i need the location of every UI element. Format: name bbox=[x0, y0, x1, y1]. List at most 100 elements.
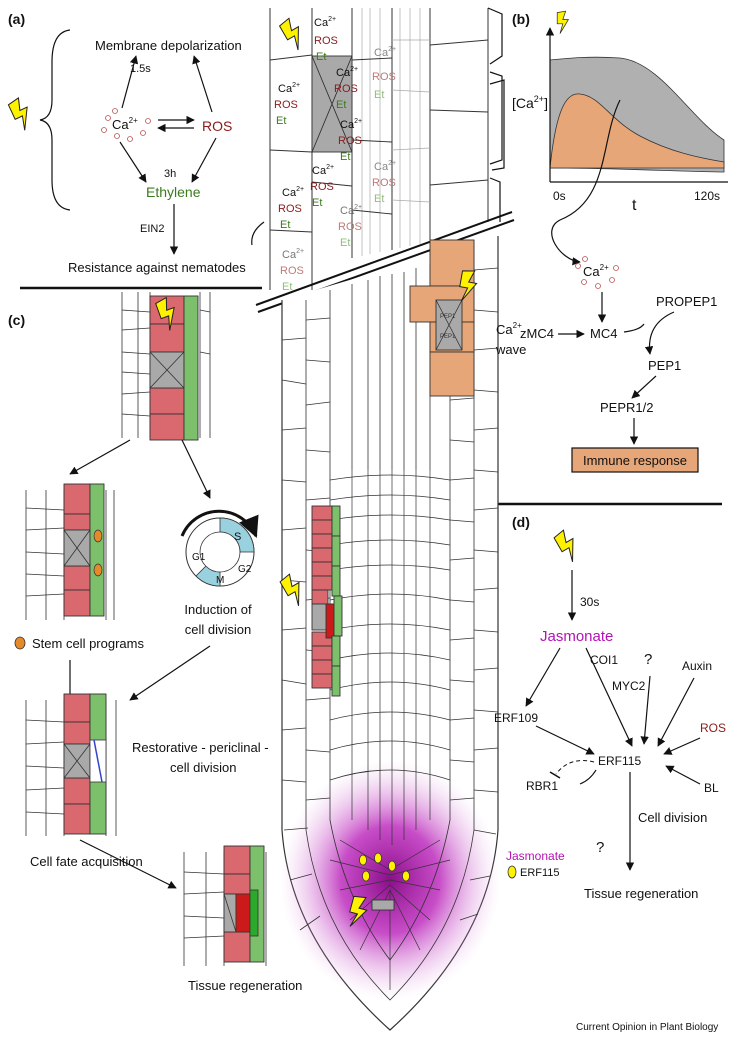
root-et-label: Et bbox=[374, 193, 384, 205]
root-et-label: Et bbox=[336, 99, 346, 111]
x-axis-end: 120s bbox=[694, 189, 720, 203]
stem-cell-programs-label: Stem cell programs bbox=[32, 636, 144, 651]
ros-to-membrane-arrow bbox=[192, 55, 213, 113]
root-ros-label: ROS bbox=[274, 99, 298, 111]
trace-to-ca-arrow bbox=[551, 99, 621, 266]
panel-a-brace bbox=[39, 29, 71, 211]
pep1-label: PEP1 bbox=[440, 334, 456, 340]
step-arrow bbox=[79, 839, 177, 889]
question-mark-2: ? bbox=[596, 839, 604, 856]
immune-response-label: Immune response bbox=[583, 453, 687, 468]
wounded-cell bbox=[371, 899, 395, 911]
root-ros-label: ROS bbox=[280, 265, 304, 277]
cell-cycle-icon: S G1 G2 M bbox=[180, 509, 259, 587]
legend-erf115: ERF115 bbox=[520, 867, 560, 879]
calcium-label: Ca2+ bbox=[112, 116, 138, 132]
rbr1-link bbox=[579, 769, 597, 785]
endodermis-green-column bbox=[331, 505, 343, 697]
step-arrow bbox=[181, 439, 211, 499]
propep1-to-pep1-arrow bbox=[644, 311, 675, 355]
root-et-label: Et bbox=[312, 197, 322, 209]
root-signal-labels: Ca2+ ROS Et Ca2+ ROS Et Ca2+ ROS Et Ca2+… bbox=[274, 16, 396, 293]
root-ros-label: ROS bbox=[372, 71, 396, 83]
erf109-label: ERF109 bbox=[494, 711, 538, 725]
myc2-label: MYC2 bbox=[612, 679, 646, 693]
bl-to-erf115-arrow bbox=[665, 765, 701, 785]
panel-b-brace bbox=[489, 79, 505, 171]
time-30s-label: 30s bbox=[580, 595, 599, 609]
root-ca-label: Ca2+ bbox=[340, 118, 362, 131]
orange-cells: PEP1 PEP1 bbox=[409, 239, 475, 397]
panel-a: (a) Membrane depolarization 1.5s Ca2+ RO… bbox=[7, 11, 246, 275]
bl-label: BL bbox=[704, 781, 719, 795]
panel-b: (b) [Ca2+] 0s 120s t Ca2+ Ca2+ wave PROP… bbox=[489, 10, 728, 473]
inhibition-bar bbox=[549, 771, 561, 779]
ein2-label: EIN2 bbox=[140, 223, 164, 235]
root-ca-label: Ca2+ bbox=[374, 160, 396, 173]
propep1-label: PROPEP1 bbox=[656, 294, 717, 309]
panel-a-label: (a) bbox=[8, 11, 25, 27]
time-3h-label: 3h bbox=[164, 168, 176, 180]
diagram-step-1 bbox=[121, 292, 211, 441]
root-ros-label: ROS bbox=[310, 181, 334, 193]
panel-c-label: (c) bbox=[8, 312, 25, 328]
erf115-label: ERF115 bbox=[598, 754, 641, 768]
erf109-to-erf115-arrow bbox=[535, 725, 595, 755]
root-et-label: Et bbox=[276, 115, 286, 127]
root-ros-label: ROS bbox=[372, 177, 396, 189]
ca-wave-label-2: wave bbox=[495, 342, 526, 357]
induction-label: Induction of bbox=[184, 602, 252, 617]
step-arrow bbox=[69, 439, 131, 475]
immune-response-box bbox=[571, 447, 699, 473]
tissue-regeneration-d-label: Tissue regeneration bbox=[584, 886, 698, 901]
diagram-step-2 bbox=[25, 483, 115, 620]
credit-label: Current Opinion in Plant Biology bbox=[576, 1022, 718, 1033]
step-arrow bbox=[129, 645, 211, 701]
erf115-cells bbox=[359, 852, 410, 882]
auxin-to-erf115-arrow bbox=[657, 677, 695, 747]
x-axis-label: t bbox=[632, 197, 637, 214]
restorative-label-2: cell division bbox=[170, 760, 236, 775]
panel-d: (d) 30s Jasmonate COI1 MYC2 ? Auxin ERF1… bbox=[494, 514, 726, 901]
root-ros-label: ROS bbox=[338, 135, 362, 147]
root-ca-label: Ca2+ bbox=[278, 82, 300, 95]
pep1-to-pepr-arrow bbox=[631, 375, 657, 399]
cycle-s-label: S bbox=[234, 531, 241, 543]
panel-b-label: (b) bbox=[512, 11, 530, 27]
root-ros-label: ROS bbox=[338, 221, 362, 233]
root-et-label: Et bbox=[282, 281, 292, 293]
mc4-label: MC4 bbox=[590, 326, 617, 341]
root-ca-label: Ca2+ bbox=[340, 204, 362, 217]
root-ros-label: ROS bbox=[334, 83, 358, 95]
root-ca-label: Ca2+ bbox=[314, 16, 336, 29]
panel-c: (c) Stem cell programs bbox=[8, 292, 302, 993]
root-ca-label: Ca2+ bbox=[312, 164, 334, 177]
lightning-icon bbox=[278, 15, 309, 53]
root-et-label: Et bbox=[280, 219, 290, 231]
root-et-label: Et bbox=[316, 51, 326, 63]
cycle-g1-label: G1 bbox=[192, 552, 206, 563]
pep1-label: PEP1 bbox=[440, 314, 456, 320]
membrane-depolarization-label: Membrane depolarization bbox=[95, 38, 242, 53]
diagram-step-3 bbox=[25, 693, 117, 836]
calcium-particles bbox=[575, 256, 619, 289]
ca-concentration-axis-label: [Ca2+] bbox=[512, 94, 548, 111]
lightning-icon bbox=[7, 95, 37, 133]
ethylene-label: Ethylene bbox=[146, 184, 201, 200]
mc4-cleavage-arrow bbox=[623, 323, 645, 333]
cycle-m-label: M bbox=[216, 575, 224, 586]
legend-erf115-icon bbox=[507, 865, 517, 879]
jasmonate-to-erf115-arrow bbox=[585, 647, 633, 747]
resistance-label: Resistance against nematodes bbox=[68, 260, 246, 275]
question-mark: ? bbox=[644, 651, 652, 668]
ca-trace-orange bbox=[549, 93, 725, 169]
ros-label: ROS bbox=[202, 118, 232, 134]
jasmonate-label: Jasmonate bbox=[540, 628, 613, 645]
root-et-label: Et bbox=[340, 151, 350, 163]
ros-to-ethylene-arrow bbox=[191, 137, 217, 183]
tissue-regeneration-label: Tissue regeneration bbox=[188, 978, 302, 993]
root-ca-label: Ca2+ bbox=[374, 46, 396, 59]
panel-d-label: (d) bbox=[512, 514, 530, 530]
restorative-label: Restorative - periclinal - bbox=[132, 740, 269, 755]
